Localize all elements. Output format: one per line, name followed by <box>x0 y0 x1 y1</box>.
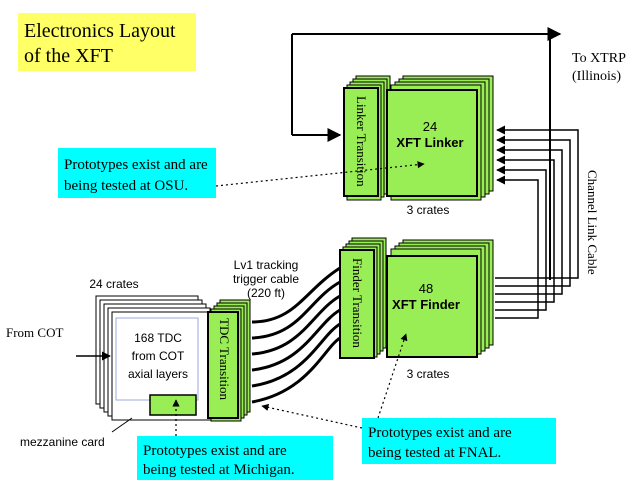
mezzanine-label: mezzanine card <box>20 435 105 449</box>
tdc-transition-label: TDC Transition <box>217 318 232 400</box>
finder-transition-stack <box>339 237 387 359</box>
title-box: Electronics Layout of the XFT <box>18 13 196 71</box>
note-osu-line-2: being tested at OSU. <box>64 178 188 194</box>
note-fnal: Prototypes exist and are being tested at… <box>362 418 556 464</box>
note-michigan-line-2: being tested at Michigan. <box>143 462 295 478</box>
linker-count: 24 <box>423 119 437 134</box>
finder-crates-label: 3 crates <box>407 367 450 381</box>
linker-name: XFT Linker <box>396 135 463 150</box>
to-xtrp-line-1: To XTRP <box>572 51 626 66</box>
mezzanine-card <box>149 394 197 416</box>
note-fnal-line-2: being tested at FNAL. <box>368 445 501 461</box>
title-line-1: Electronics Layout <box>24 20 176 42</box>
fnal-cable-pointer <box>261 403 363 429</box>
output-loop-lines <box>291 27 562 280</box>
channel-link-cable-label: Channel Link Cable <box>585 170 600 275</box>
mezzanine-pointer <box>111 417 133 433</box>
cable-label-line-3: (220 ft) <box>247 286 285 300</box>
linker-crate-stack <box>386 75 494 201</box>
title-line-2: of the XFT <box>24 45 113 67</box>
note-osu: Prototypes exist and are being tested at… <box>58 148 216 198</box>
title-background <box>18 13 196 71</box>
trigger-cables <box>251 266 341 404</box>
note-fnal-line-1: Prototypes exist and are <box>368 425 512 441</box>
linker-transition-label: Linker Transition <box>354 96 369 187</box>
finder-name: XFT Finder <box>392 297 460 312</box>
tdc-line-2: from COT <box>132 349 185 363</box>
tdc-transition-stack <box>207 299 251 422</box>
from-cot-label: From COT <box>6 325 63 340</box>
tdc-line-1: 168 TDC <box>134 331 182 345</box>
linker-transition-stack <box>343 75 391 201</box>
note-michigan-line-1: Prototypes exist and are <box>143 443 287 459</box>
finder-transition-label: Finder Transition <box>350 258 365 348</box>
note-michigan: Prototypes exist and are being tested at… <box>137 436 333 480</box>
cable-label-line-2: trigger cable <box>233 272 299 286</box>
tdc-crates-label: 24 crates <box>89 277 138 291</box>
finder-count: 48 <box>419 281 433 296</box>
linker-crates-label: 3 crates <box>407 203 450 217</box>
tdc-line-3: axial layers <box>128 367 188 381</box>
channel-link-cables <box>495 125 579 319</box>
finder-crate-stack <box>386 239 494 358</box>
cable-label-line-1: Lv1 tracking <box>234 258 299 272</box>
note-osu-line-1: Prototypes exist and are <box>64 157 208 173</box>
to-xtrp-line-2: (Illinois) <box>572 69 621 84</box>
